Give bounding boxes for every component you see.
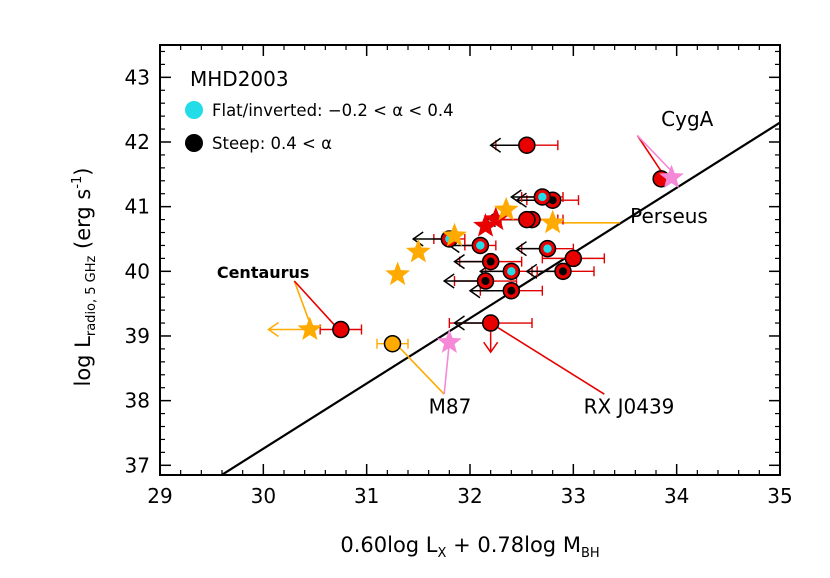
x-axis-title: 0.60log LX + 0.78log MBH — [340, 533, 599, 561]
point-1-7-upper-limit-arrow-head — [267, 321, 279, 338]
point-0-12-inner — [559, 267, 567, 276]
x-tick-label-1: 30 — [251, 484, 276, 508]
annotation-line-2-0 — [293, 280, 311, 324]
annotation-label-2: Centaurus — [217, 263, 310, 282]
point-0-9-upper-limit-arrow-head — [442, 273, 455, 289]
x-tick-label-2: 31 — [354, 484, 379, 508]
annotation-line-2-1 — [293, 280, 337, 327]
legend-title: MHD2003 — [190, 67, 289, 91]
point-1-5-marker — [385, 261, 410, 286]
legend-label-0: Flat/inverted: −0.2 < α < 0.4 — [212, 101, 454, 120]
point-1-3-marker — [442, 222, 467, 247]
point-0-11-upper-limit-arrow-head — [515, 241, 527, 257]
point-0-9-inner — [481, 277, 490, 286]
point-0-15-upper-limit-arrow-head — [453, 315, 465, 331]
point-0-13-marker — [564, 249, 583, 268]
point-0-15-down-arrow-head — [483, 341, 499, 354]
annotation-label-3: M87 — [429, 395, 472, 419]
y-tick-label-6: 43 — [125, 65, 150, 89]
point-0-15-marker — [481, 314, 500, 332]
annotation-line-0-0 — [636, 135, 664, 175]
annotation-line-3-0 — [397, 345, 445, 395]
point-1-4-marker — [406, 238, 431, 263]
point-0-7-upper-limit-arrow-head — [453, 254, 465, 270]
point-0-0-upper-limit-arrow-head — [489, 137, 502, 153]
point-0-14-marker — [332, 320, 350, 339]
point-0-2-marker — [518, 210, 536, 229]
annotation-label-1: Perseus — [630, 204, 708, 228]
point-0-11-inner — [543, 244, 552, 253]
point-0-7-inner — [486, 257, 495, 266]
point-1-2-marker — [493, 196, 519, 221]
point-1-0-marker — [473, 213, 498, 237]
y-tick-label-1: 38 — [125, 389, 150, 413]
x-tick-label-3: 32 — [457, 484, 482, 508]
legend-label-1: Steep: 0.4 < α — [212, 134, 332, 153]
x-tick-label-5: 34 — [664, 484, 689, 508]
point-1-7-marker — [297, 316, 323, 340]
annotation-label-0: CygA — [661, 107, 713, 131]
point-1-9-marker — [659, 164, 684, 189]
annotation-line-3-1 — [443, 342, 451, 395]
point-0-10-upper-limit-arrow-head — [468, 283, 481, 299]
x-tick-label-4: 33 — [561, 484, 586, 508]
point-0-12-upper-limit-arrow-head — [525, 263, 538, 279]
y-tick-label-3: 40 — [125, 259, 150, 283]
point-1-1-marker — [483, 206, 509, 231]
y-tick-label-5: 42 — [125, 130, 150, 154]
y-tick-label-0: 37 — [125, 453, 150, 477]
legend-marker-1 — [185, 134, 203, 152]
fit-line — [219, 121, 780, 475]
legend-marker-0 — [185, 101, 203, 119]
point-1-8-marker — [437, 329, 462, 353]
annotation-line-0-1 — [636, 134, 673, 172]
x-tick-label-0: 29 — [147, 484, 172, 508]
point-0-4-upper-limit-arrow-head — [510, 189, 522, 205]
point-0-10-inner — [507, 286, 516, 295]
annotation-line-4-0 — [495, 325, 605, 395]
point-0-17-marker — [383, 334, 402, 353]
point-0-4-inner — [538, 192, 547, 202]
annotation-label-4: RX J0439 — [584, 395, 675, 419]
y-axis-title: log Lradio, 5 GHz (erg s-1) — [70, 167, 99, 386]
y-tick-label-4: 41 — [125, 195, 150, 219]
point-0-0-marker — [518, 136, 536, 154]
y-tick-label-2: 39 — [125, 324, 150, 348]
point-0-6-inner — [476, 241, 485, 250]
point-1-6-marker — [540, 209, 565, 234]
point-0-8-inner — [507, 267, 516, 276]
x-tick-label-6: 35 — [767, 484, 792, 508]
